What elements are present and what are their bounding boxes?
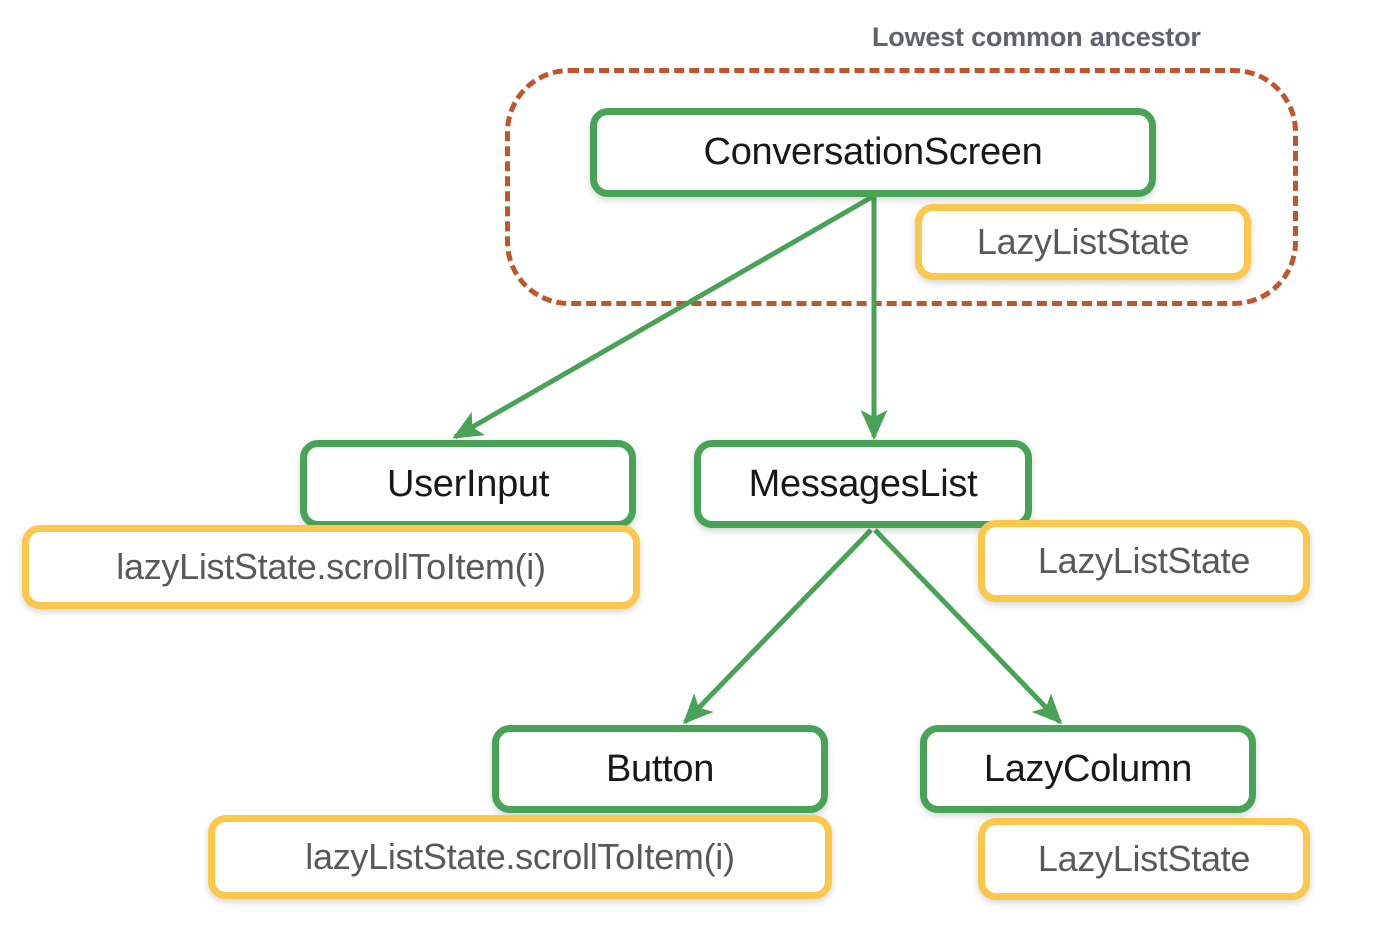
node-messages-list[interactable]: MessagesList [694,440,1032,528]
state-lazy-column-lazyliststate[interactable]: LazyListState [978,818,1310,900]
state-user-input-scrolltoitem[interactable]: lazyListState.scrollToItem(i) [22,525,640,609]
lowest-common-ancestor-region [505,68,1298,306]
lowest-common-ancestor-label: Lowest common ancestor [872,22,1201,52]
node-lazy-column[interactable]: LazyColumn [920,725,1256,813]
node-conversation-screen[interactable]: ConversationScreen [590,108,1156,197]
state-messages-list-lazyliststate[interactable]: LazyListState [978,520,1310,602]
edge-messageslist-button [682,528,873,725]
node-user-input[interactable]: UserInput [300,440,636,528]
node-button[interactable]: Button [492,725,828,813]
state-button-scrolltoitem[interactable]: lazyListState.scrollToItem(i) [208,815,832,899]
state-conversation-screen-lazyliststate[interactable]: LazyListState [915,204,1251,280]
